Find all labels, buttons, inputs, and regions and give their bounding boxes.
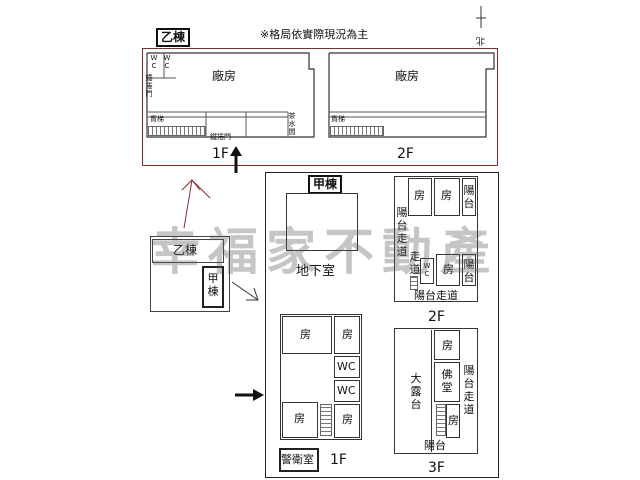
a-f1-room1-label: 房 — [300, 328, 311, 341]
a-f1-room1 — [282, 316, 332, 354]
a-f1-wc1 — [334, 356, 360, 378]
a-floor3-outline — [394, 328, 478, 454]
b-f1-wc-2: WC — [163, 54, 171, 70]
a-f3-room1-label: 房 — [442, 339, 453, 352]
main-entrance-arrow-icon — [235, 386, 265, 401]
a-f1-stairs — [320, 404, 332, 436]
a-f3-terrace — [396, 330, 432, 452]
a-f2-floor-label: 2F — [428, 309, 445, 325]
a-f1-room4-label: 房 — [342, 413, 353, 426]
a-f1-room4 — [334, 404, 360, 438]
a-f1-room2 — [334, 316, 360, 354]
b-f1-iron-door: 鐵捲門 — [145, 74, 153, 98]
building-a-tag: 甲棟 — [308, 175, 343, 194]
a-f2-room1-label: 房 — [414, 189, 425, 202]
b-f2-goods-lift: 貨梯 — [331, 115, 345, 123]
watermark: 幸福家不動產 — [150, 222, 498, 281]
a-f1-room3 — [282, 402, 318, 438]
b-f1-iron-shutter: 鐵捲門 — [210, 133, 231, 141]
b-f1-stairs — [148, 126, 206, 136]
a-f2-room2 — [434, 178, 460, 216]
b-f1-wc-1: WC — [150, 54, 158, 70]
a-f1-room2-label: 房 — [342, 328, 353, 341]
b-f1-factory-label: 廠房 — [212, 69, 237, 83]
a-f1-wc2 — [334, 380, 360, 402]
a-f2-room1 — [408, 178, 432, 216]
b-f1-floor-label: 1F — [212, 146, 229, 162]
a-floor2-outline — [394, 176, 478, 302]
north-label: 北 — [476, 35, 486, 45]
basement-room — [286, 193, 358, 251]
a-f2-balcony-corridor: 陽台走道 — [396, 206, 408, 258]
building-a-frame — [265, 172, 499, 478]
a-f2-balcony2-label: 陽台 — [463, 258, 475, 284]
guard-room-label: 警衛室 — [281, 453, 314, 466]
basement-label: 地下室 — [296, 264, 336, 279]
a-f1-wc1-label: WC — [337, 360, 356, 373]
site-plan-outline — [150, 236, 230, 312]
a-f2-wc-box — [420, 258, 434, 284]
a-f3-stairs — [436, 404, 446, 436]
a-f2-balcony-corridor-bottom: 陽台走道 — [414, 289, 458, 302]
a-f1-wc2-label: WC — [337, 384, 356, 397]
building-b-tag: 乙棟 — [156, 28, 191, 47]
a-f3-floor-label: 3F — [428, 460, 445, 476]
a-f1-floor-label: 1F — [330, 452, 347, 468]
a-f3-balcony-corridor: 陽台走道 — [463, 364, 475, 416]
a-f3-balcony-label: 陽台 — [424, 439, 446, 452]
b-f2-factory-label: 廠房 — [395, 69, 420, 83]
a-f2-room3 — [436, 254, 460, 286]
b-floor2-outline — [326, 52, 498, 142]
a-f3-room1 — [434, 330, 460, 360]
site-building-b — [152, 239, 224, 263]
a-floor1-outline — [280, 314, 362, 440]
a-f3-room2 — [446, 404, 460, 438]
a-f3-terrace-label: 大露台 — [410, 372, 422, 411]
a-f3-shrine — [434, 362, 460, 402]
a-f2-wc-label: WC — [423, 262, 431, 278]
site-building-a — [202, 266, 224, 308]
a-f2-room2-label: 房 — [441, 189, 452, 202]
north-arrow-icon — [475, 6, 487, 36]
b-f1-goods-lift: 貨梯 — [150, 115, 164, 123]
a-f3-shrine-label: 佛堂 — [441, 368, 453, 394]
b-f2-stairs — [330, 126, 384, 136]
building-b-frame — [142, 48, 498, 166]
layout-note: ※格局依實際現況為主 — [260, 28, 369, 41]
a-f2-balcony1 — [462, 178, 476, 216]
guard-room — [279, 448, 319, 472]
a-f2-corridor: 走道 — [409, 250, 421, 276]
b-f2-floor-label: 2F — [397, 146, 414, 162]
site-building-a-label: 甲棟 — [207, 272, 219, 298]
a-f2-stairs — [410, 276, 418, 290]
a-f2-balcony2 — [462, 254, 476, 286]
a-f3-room2-label: 房 — [448, 414, 459, 427]
a-f2-balcony1-label: 陽台 — [463, 184, 475, 210]
site-building-b-label: 乙棟 — [173, 243, 198, 257]
a-f1-room3-label: 房 — [294, 412, 305, 425]
site-plan-arrows — [180, 170, 270, 310]
b-floor1-outline — [146, 52, 326, 142]
entrance-arrow-icon — [229, 146, 243, 174]
a-f2-room3-label: 房 — [443, 263, 454, 276]
b-f1-tea-room: 茶水間 — [288, 112, 296, 136]
